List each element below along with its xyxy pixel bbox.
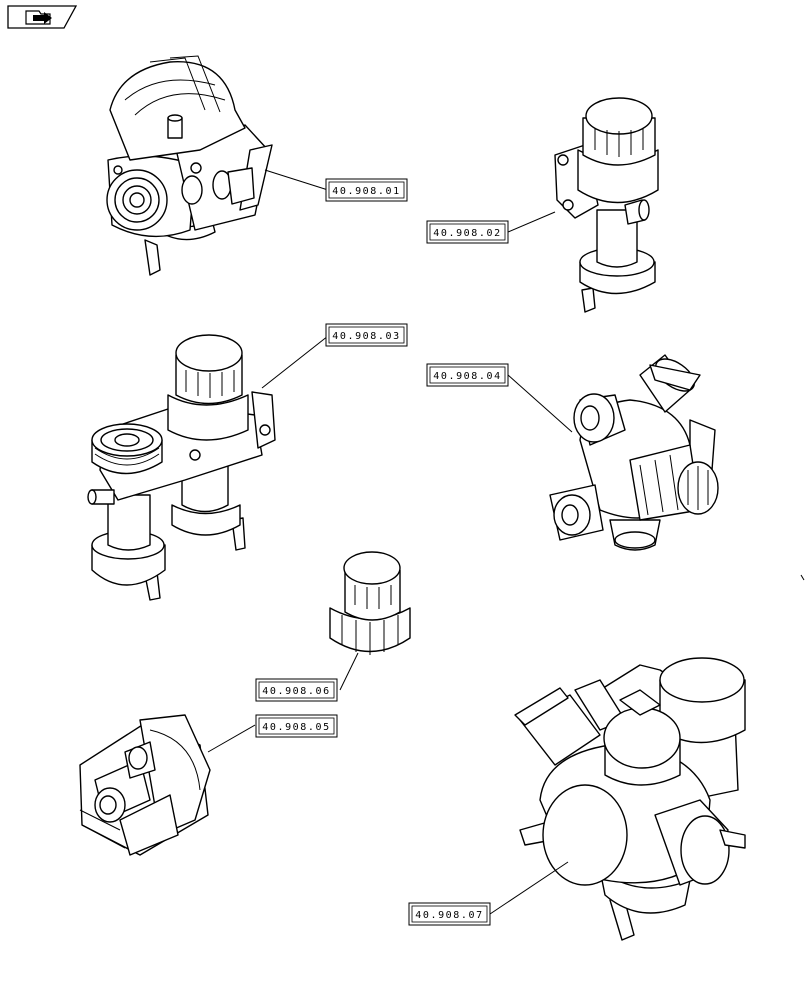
part-40-908-01-drawing bbox=[106, 55, 273, 276]
callout-40-908-06[interactable]: 40.908.06 bbox=[255, 678, 338, 702]
callout-40-908-03[interactable]: 40.908.03 bbox=[325, 323, 408, 347]
callout-40-908-05[interactable]: 40.908.05 bbox=[255, 714, 338, 738]
callout-label: 40.908.06 bbox=[262, 686, 331, 697]
folder-arrow-icon bbox=[25, 10, 52, 25]
callout-40-908-01[interactable]: 40.908.01 bbox=[325, 178, 408, 202]
leader-lines bbox=[207, 169, 573, 915]
nav-badge[interactable] bbox=[7, 5, 78, 29]
part-40-908-05-drawing bbox=[79, 714, 211, 856]
part-40-908-06-drawing bbox=[329, 551, 411, 655]
callout-label: 40.908.05 bbox=[262, 722, 331, 733]
part-40-908-07-drawing bbox=[514, 657, 746, 941]
corner-mark bbox=[800, 574, 805, 581]
callout-40-908-07[interactable]: 40.908.07 bbox=[408, 902, 491, 926]
callout-label: 40.908.04 bbox=[433, 371, 502, 382]
callout-label: 40.908.07 bbox=[415, 910, 484, 921]
part-40-908-02-drawing bbox=[554, 97, 659, 313]
callout-label: 40.908.03 bbox=[332, 331, 401, 342]
part-40-908-03-drawing bbox=[87, 334, 276, 601]
part-40-908-04-drawing bbox=[549, 354, 719, 551]
callout-label: 40.908.01 bbox=[332, 186, 401, 197]
callout-40-908-04[interactable]: 40.908.04 bbox=[426, 363, 509, 387]
callout-label: 40.908.02 bbox=[433, 228, 502, 239]
callout-40-908-02[interactable]: 40.908.02 bbox=[426, 220, 509, 244]
